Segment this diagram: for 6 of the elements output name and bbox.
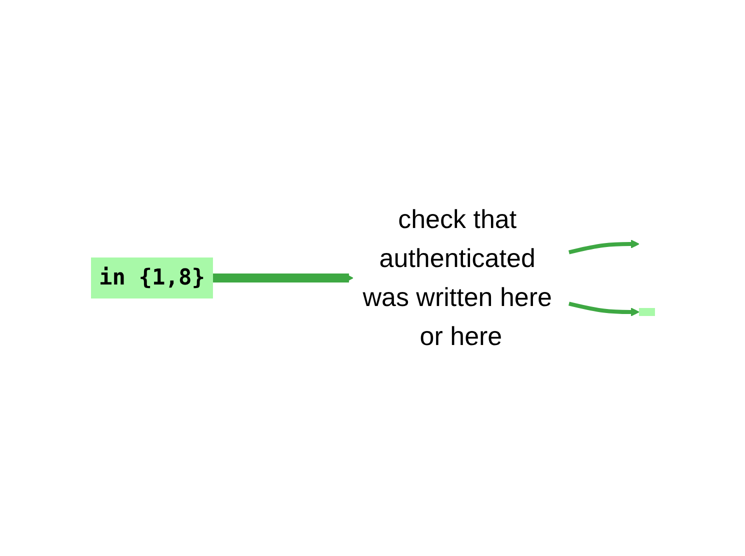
arrow (568, 302, 639, 316)
highlight-bar (638, 308, 654, 316)
arrow (568, 240, 639, 254)
note-text: check that authenticated was written here or here (362, 204, 552, 351)
arrow (212, 274, 353, 282)
highlighted-code: in {1,8} (90, 258, 212, 298)
